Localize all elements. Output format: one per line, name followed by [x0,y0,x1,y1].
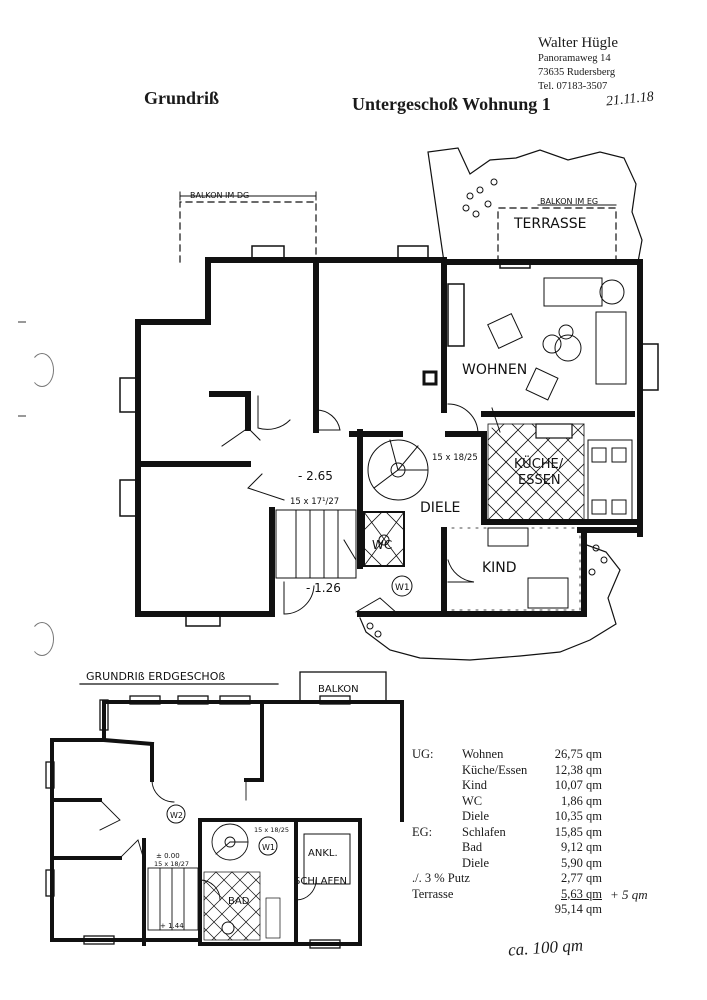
sender-name: Walter Hügle [538,35,619,51]
label-w2: W2 [170,811,183,820]
label-w1-eg: W1 [262,843,275,852]
label-ankl: ANKL. [308,848,338,859]
eg-balkon-box [299,671,387,703]
ug-garden-outline [427,147,643,263]
eg-walls [50,700,404,946]
ug-wc-box [363,511,405,567]
label-terrasse: TERRASSE [513,216,586,232]
punch-hole-top [30,353,54,387]
ug-dashed-balconies [179,201,617,263]
label-stair-ug-2: 15 x 18/25 [432,453,478,463]
ug-furniture [443,277,627,611]
label-schlafen: SCHLAFEN [294,876,347,887]
label-stair-eg-1: 15 x 18/27 [154,860,189,868]
label-kueche-line2: ESSEN [518,473,561,488]
label-balkon-eg: BALKON IM EG [540,197,598,206]
page-title-right: Untergeschoß Wohnung 1 [352,94,551,114]
eg-doors [99,779,317,901]
eg-windows [45,695,351,949]
ug-doors [221,395,501,615]
area-row-total: 95,14 qm [554,902,602,916]
ug-walls [135,257,643,617]
label-w1-ug: W1 [395,583,410,593]
label-wohnen: WOHNEN [462,362,527,378]
ug-stairs [275,439,429,579]
sender-city: 73635 Rudersberg [538,67,616,78]
label-balkon-dg: BALKON IM DG [190,191,249,200]
eg-stairs [147,823,249,931]
eg-bath-tiles [203,871,281,941]
label-level-ug-2: - 1.26 [306,581,341,595]
ug-chimney [422,370,438,386]
sender-stamp: Walter Hügle Panoramaweg 14 73635 Ruders… [538,34,658,94]
page-title-left: Grundriß [144,88,220,108]
label-level-eg-0: ± 0.00 [156,852,180,860]
ug-kitchen-tiles [487,423,633,521]
ug-windows [119,245,659,627]
label-wc: WC [372,538,392,552]
label-stair-ug-1: 15 x 17¹/27 [290,497,339,507]
sender-phone: Tel. 07183-3507 [538,81,608,92]
label-level-eg-up: + 1.44 [160,922,184,930]
label-eg-title: GRUNDRIß ERDGESCHOß [86,670,225,683]
label-diele: DIELE [420,500,460,516]
label-eg-balkon: BALKON [318,684,359,695]
eg-ankl-box [303,833,351,885]
punch-hole-bottom [30,622,54,656]
label-stair-eg-2: 15 x 18/25 [254,826,289,834]
label-kueche-line1: KÜCHE/ [514,455,564,472]
label-kind: KIND [482,560,517,576]
label-level-ug-1: - 2.65 [298,469,333,483]
sender-street: Panoramaweg 14 [538,53,611,64]
terrasse-note: + 5 qm [610,886,648,902]
label-bad: BAD [228,896,250,907]
